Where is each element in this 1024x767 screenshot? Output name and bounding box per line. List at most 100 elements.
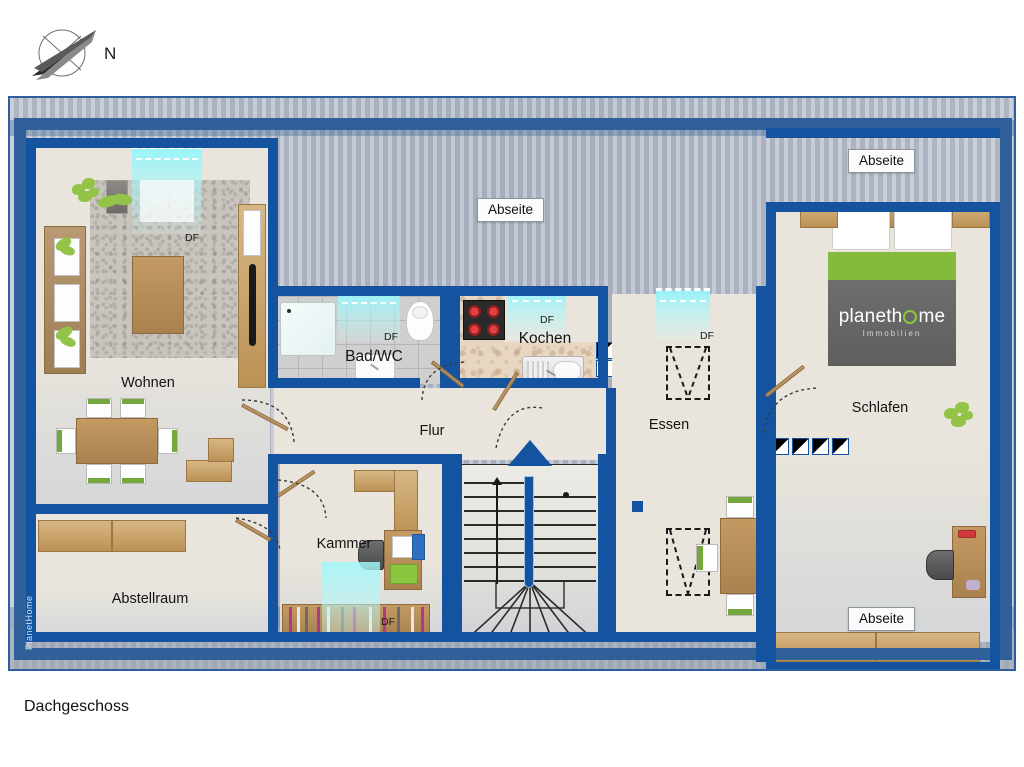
stair-up-arrow-icon: [492, 477, 502, 485]
wohnen-chair-right-back: [172, 430, 177, 452]
wall-flur-bottom-left: [268, 454, 278, 504]
compass-north-label: N: [104, 44, 117, 63]
bed-brand-o-icon: [903, 310, 918, 324]
wall-abstell-top: [26, 504, 278, 514]
wall-kochen-bottom: [450, 378, 608, 388]
kochen-skylight: [508, 288, 566, 340]
wohnen-chair-top-1-back: [88, 399, 110, 404]
schlafen-desk-chair: [926, 550, 954, 580]
wall-bottom-left: [26, 632, 278, 642]
room-label-essen: Essen: [648, 417, 690, 433]
door-arc-schlafen: [763, 387, 819, 433]
room-label-kochen: Kochen: [518, 330, 572, 347]
room-label-bad-wc: Bad/WC: [345, 348, 403, 365]
kammer-paper: [392, 536, 414, 558]
wall-bottom-essen: [606, 632, 766, 642]
stair-entry-chevron-icon: [508, 440, 552, 466]
df-label-bad: DF: [384, 331, 398, 343]
essen-shaft-dot: [632, 501, 643, 512]
df-label-essen: DF: [700, 330, 714, 342]
shaft-marker-schlafen-4: [832, 438, 849, 455]
wohnen-window-pane: [140, 180, 194, 222]
schlafen-plant: [942, 400, 974, 430]
outer-wall-top: [14, 118, 1012, 130]
wohnen-chair-bot-1-back: [88, 478, 110, 483]
stair-railing: [524, 476, 534, 588]
shaft-marker-schlafen-2: [792, 438, 809, 455]
stair-tread: [534, 524, 596, 526]
wohnen-plant-mid: [97, 192, 133, 212]
essen-chair-left-back: [697, 546, 703, 570]
wall-kammer-top: [272, 454, 452, 464]
stair-tread: [534, 566, 596, 568]
stair-tread: [534, 538, 596, 540]
wohnen-plant-shelf-b: [53, 324, 80, 352]
door-arc-abstellraum: [235, 517, 281, 551]
room-label-abstellraum: Abstellraum: [111, 591, 189, 607]
outer-wall-left: [14, 118, 26, 660]
door-arc-kammer: [277, 479, 327, 519]
kammer-skylight: [322, 562, 380, 636]
wohnen-coffee-table: [132, 256, 184, 334]
essen-chair-top-back: [728, 497, 752, 503]
essen-roof-projection-lower-cross: [669, 529, 707, 595]
abstellraum-shelf-2: [112, 520, 186, 552]
door-arc-flur-stairs: [495, 406, 543, 449]
wohnen-chair-left-back: [57, 430, 62, 452]
bad-shower-drain: [287, 309, 291, 313]
abseite-tag-bottom-right: Abseite: [848, 607, 916, 631]
schlafen-desk-item-red: [958, 530, 976, 538]
bed-brand-subtitle: Immobilien: [862, 329, 922, 338]
floor-plan-canvas: DF Wohnen Abstellraum DF Bad/WC DF: [8, 96, 1016, 671]
bad-toilet: [406, 301, 434, 341]
bed-pillow-right: [894, 208, 952, 250]
door-arc-wohnen: [241, 399, 295, 443]
kammer-counter-side: [394, 470, 418, 536]
wall-bad-top: [268, 286, 448, 296]
abstellraum-shelf-1: [38, 520, 112, 552]
outer-wall-right: [1000, 118, 1012, 660]
wall-bad-right: [440, 286, 450, 388]
wall-kochen-left: [450, 286, 460, 388]
bed-pillow-left: [832, 208, 890, 250]
wall-schlafen-lowleft: [766, 452, 776, 662]
stair-start-dot: [563, 492, 569, 498]
planethome-watermark: PlanetHome: [24, 595, 34, 651]
df-label-wohnen: DF: [185, 232, 199, 244]
door-arc-bad: [421, 361, 467, 401]
room-label-wohnen: Wohnen: [121, 375, 175, 391]
wohnen-shelf-slot-2: [54, 284, 80, 322]
wall-wohnen-top: [26, 138, 278, 148]
wall-abseite-tr: [766, 128, 1000, 138]
wall-schlafen-left: [766, 202, 776, 452]
wall-kochen-right: [598, 286, 608, 388]
wohnen-chair-top-2-back: [122, 399, 144, 404]
kochen-cooktop: [463, 300, 505, 340]
wall-bad-left: [268, 286, 278, 388]
wohnen-dining-table: [76, 418, 158, 464]
bed-brand-name-after: me: [918, 306, 946, 327]
outer-wall-bottom: [14, 648, 1012, 660]
compass-rose-icon: [32, 29, 96, 80]
schlafen-desk-item-mouse: [966, 580, 980, 590]
wall-bad-bottom: [268, 378, 420, 388]
df-label-kochen: DF: [540, 314, 554, 326]
wall-bottom-kammer: [270, 632, 452, 642]
kammer-folder: [412, 534, 425, 560]
stair-tread: [534, 510, 596, 512]
abseite-tag-top-right: Abseite: [848, 149, 916, 173]
wall-wohnen-right: [268, 138, 278, 388]
bad-shower-tray: [280, 302, 336, 356]
stair-direction-line: [496, 484, 498, 584]
wall-bottom-schlafen: [766, 662, 1000, 669]
wohnen-low-cabinet-2: [208, 438, 234, 462]
wall-bottom-stairs: [452, 632, 610, 642]
stair-winder-fan: [465, 580, 595, 641]
wall-kochen-top: [450, 286, 608, 296]
room-label-kammer: Kammer: [316, 536, 372, 552]
essen-roof-projection-upper: [666, 346, 710, 400]
compass-rose: N: [18, 18, 128, 88]
wall-schlafen-top: [766, 202, 1000, 212]
